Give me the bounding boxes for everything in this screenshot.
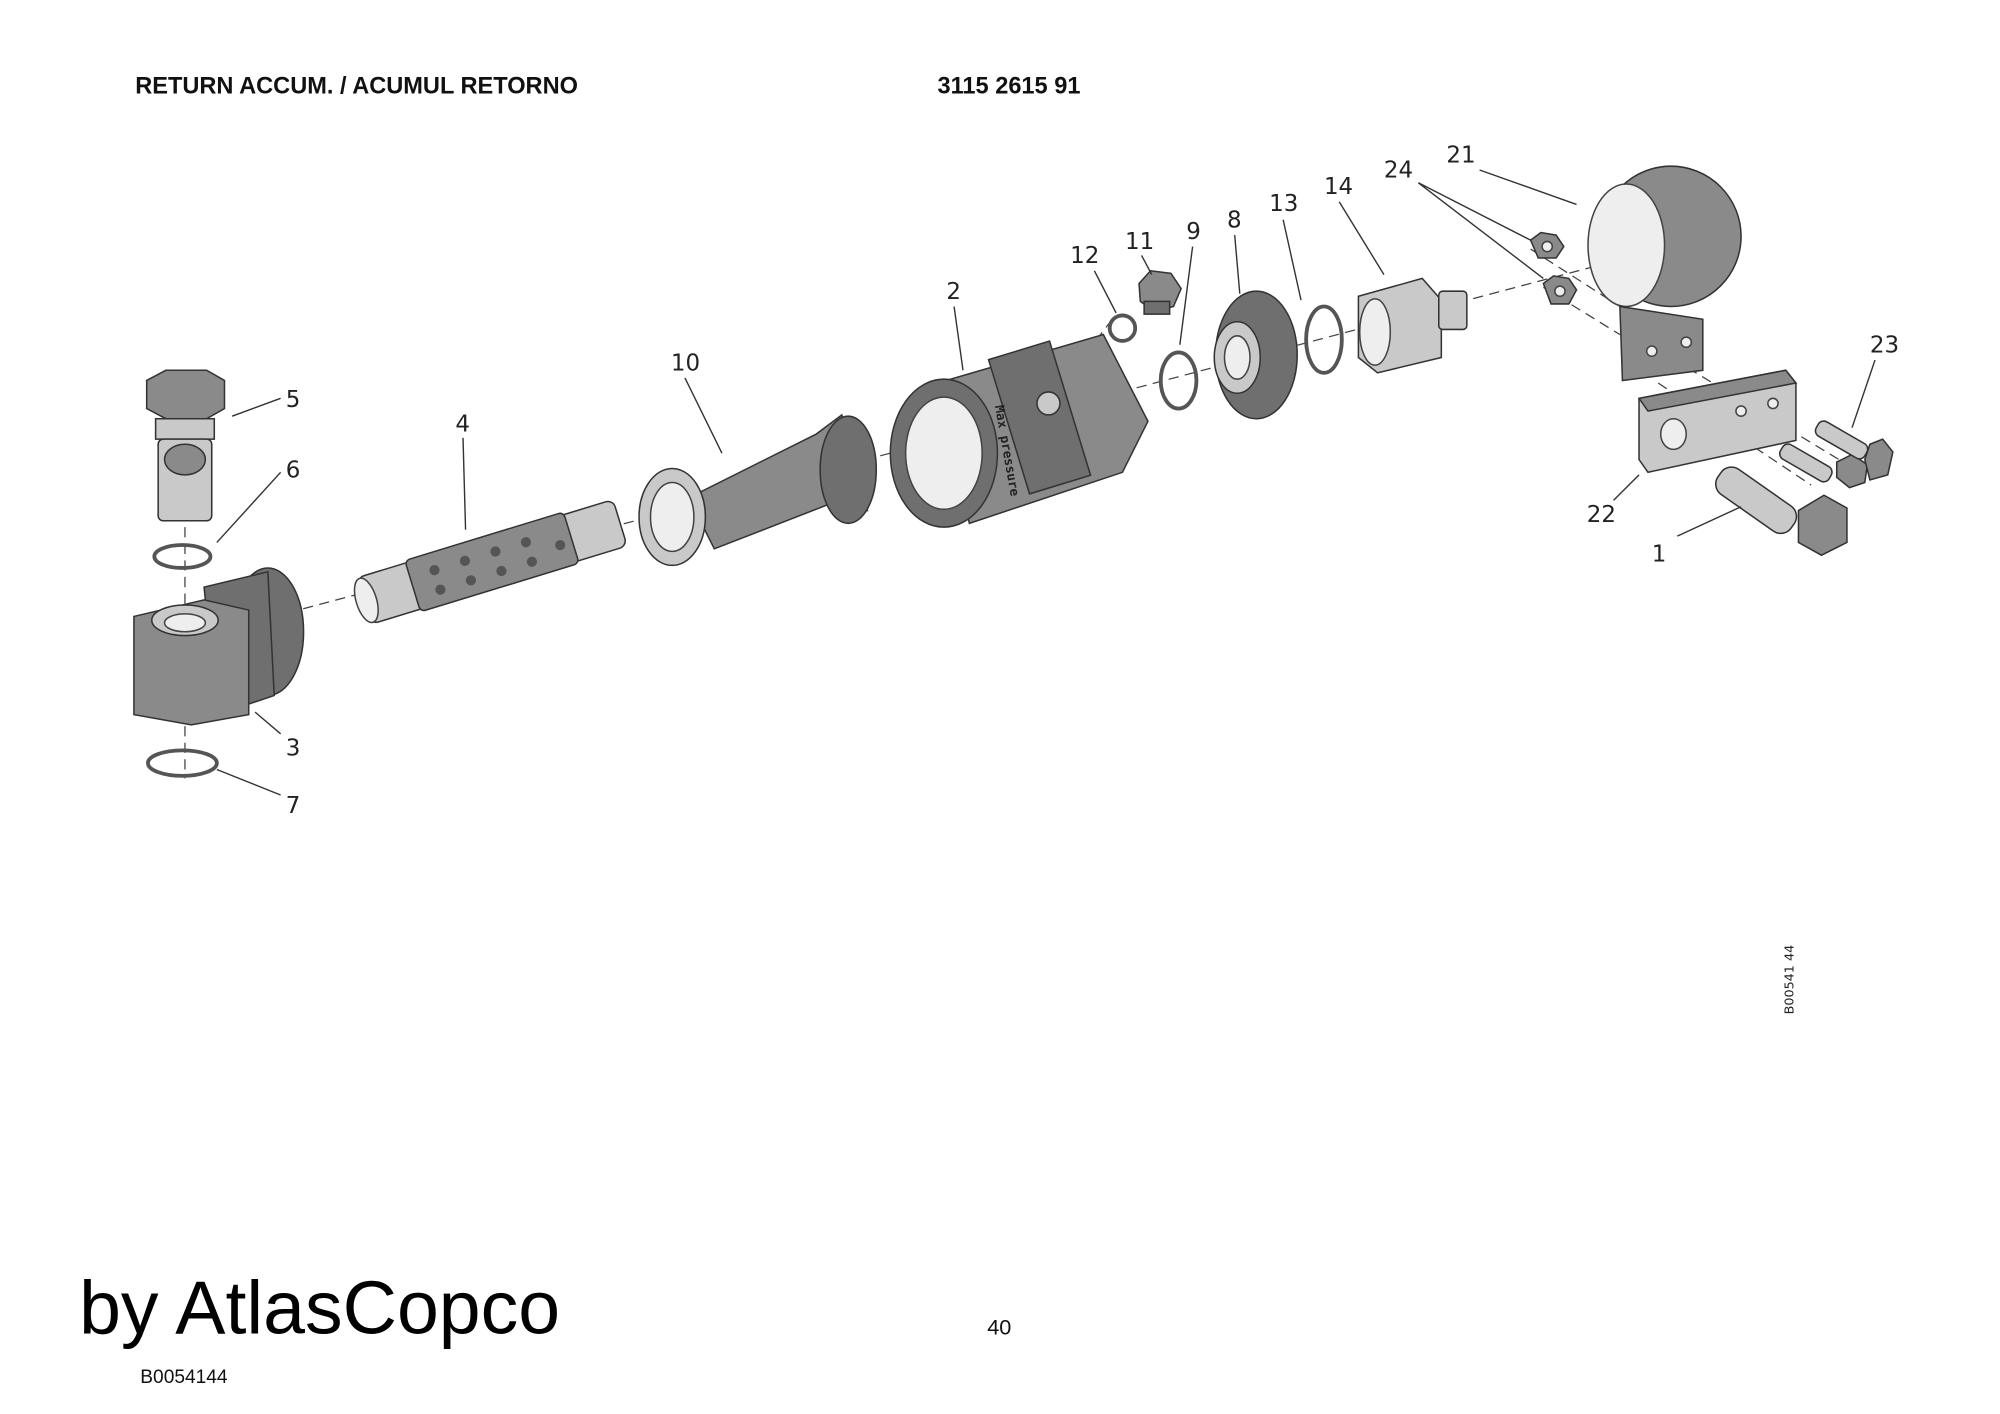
- callout-22: 22: [1587, 502, 1616, 528]
- part-13-o-ring: [1304, 304, 1344, 375]
- part-24-nuts: [1529, 231, 1578, 305]
- callout-12: 12: [1070, 243, 1099, 269]
- part-22-plate: [1637, 369, 1798, 474]
- callout-23: 23: [1870, 332, 1899, 358]
- part-12-seal: [1107, 313, 1138, 343]
- callout-5: 5: [286, 387, 301, 413]
- callout-9: 9: [1186, 219, 1201, 245]
- callout-10: 10: [671, 350, 700, 376]
- part-number: 3115 2615 91: [938, 72, 1081, 98]
- callout-6: 6: [286, 457, 301, 483]
- part-4-perforated-tube: [353, 500, 626, 624]
- part-3-elbow-block: [133, 567, 305, 726]
- callout-14: 14: [1324, 174, 1353, 200]
- page-title: RETURN ACCUM. / ACUMUL RETORNO: [135, 72, 578, 98]
- part-21-clamp: [1587, 165, 1742, 382]
- leader-lines: [216, 169, 1876, 796]
- callout-2: 2: [946, 279, 961, 305]
- part-5-banjo-bolt: [145, 369, 226, 522]
- part-1-bolt: [1715, 466, 1848, 557]
- callout-1: 1: [1652, 542, 1667, 568]
- part-14-adapter: [1357, 277, 1468, 374]
- part-6-seal-ring: [152, 543, 213, 570]
- callout-13: 13: [1269, 191, 1298, 217]
- part-11-plug: [1138, 269, 1182, 315]
- page-number: 40: [987, 1315, 1011, 1340]
- callout-24: 24: [1384, 158, 1413, 184]
- part-7-seal-ring: [146, 748, 219, 778]
- part-10-diffuser: [638, 413, 878, 567]
- part-23-bolts: [1778, 420, 1894, 489]
- drawing-id: B0054144: [140, 1367, 228, 1388]
- callout-11: 11: [1125, 229, 1154, 255]
- part-8-end-cap: [1213, 290, 1298, 420]
- part-2-accumulator-housing: Max pressure: [889, 333, 1149, 528]
- watermark: by AtlasCopco: [79, 1265, 560, 1349]
- callout-21: 21: [1446, 142, 1475, 168]
- callout-4: 4: [455, 411, 470, 437]
- callout-8: 8: [1227, 207, 1242, 233]
- part-9-o-ring: [1158, 350, 1199, 411]
- drawing-id-vertical: B00541 44: [1782, 945, 1797, 1015]
- callout-7: 7: [286, 793, 301, 819]
- callout-3: 3: [286, 735, 301, 761]
